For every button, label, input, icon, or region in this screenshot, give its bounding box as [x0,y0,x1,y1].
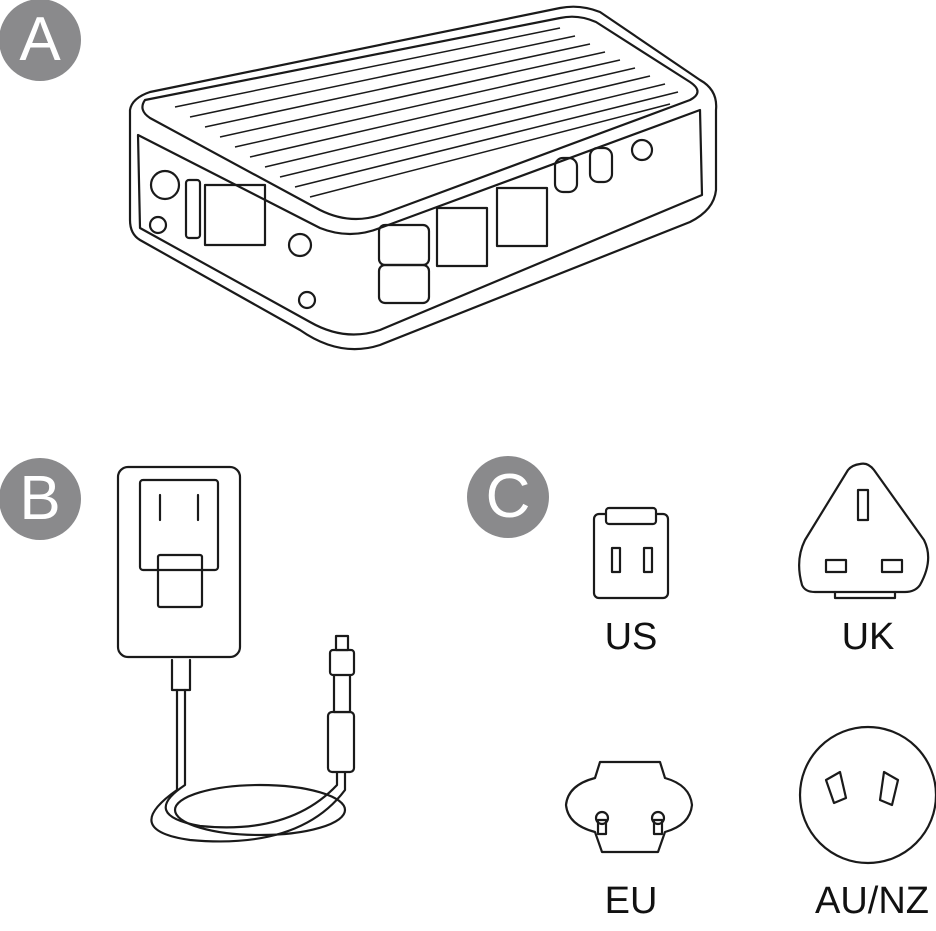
ethernet-port-1 [435,206,489,268]
dc-in-port [149,169,181,201]
usb-port [184,178,202,240]
au-nz-plug-icon [798,725,936,865]
power-button [287,232,313,258]
label-us: US [604,616,658,658]
badge-c: C [467,456,549,538]
audio-jack [630,138,654,162]
hdmi-port [203,183,267,247]
us-plug-icon [592,506,670,600]
uk-plug-icon [798,462,930,600]
mini-dp-port-2 [588,146,614,184]
mini-pc-illustration [128,5,718,351]
label-uk: UK [841,616,895,658]
usb3-port-2 [377,263,431,305]
top-ridges [174,27,679,198]
label-eu: EU [604,880,658,922]
eu-plug-icon [564,760,694,854]
ethernet-port-2 [495,186,549,248]
badge-b: B [0,458,81,540]
label-au-nz: AU/NZ [815,880,929,922]
badge-a: A [0,0,81,81]
mini-dp-port-1 [553,156,579,194]
usb3-port-1 [377,223,431,267]
